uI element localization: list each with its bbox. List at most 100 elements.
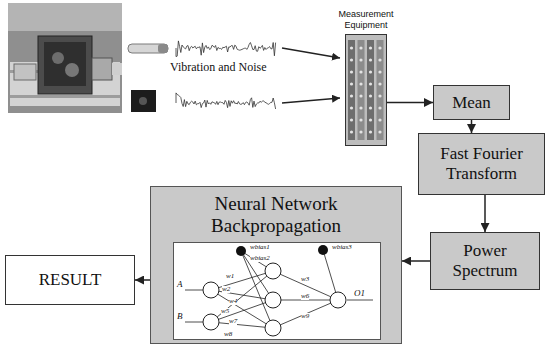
box-text: RESULT xyxy=(39,270,102,290)
module-body xyxy=(346,35,387,146)
network-label: w5 xyxy=(221,308,229,315)
terminal xyxy=(369,130,372,133)
terminal xyxy=(350,46,353,49)
terminal xyxy=(378,118,381,121)
photo-ground xyxy=(8,3,122,113)
network-label: w9 xyxy=(301,313,309,320)
coupling xyxy=(92,58,112,80)
network-label: w2 xyxy=(222,286,230,293)
terminal xyxy=(378,130,381,133)
neuron xyxy=(265,263,281,279)
terminal xyxy=(378,70,381,73)
terminal xyxy=(350,106,353,109)
network-label: w8 xyxy=(224,331,232,338)
module-slot xyxy=(358,40,365,140)
network-drawing xyxy=(173,242,381,340)
sensor-body xyxy=(128,44,168,53)
rail xyxy=(10,95,120,98)
terminal xyxy=(378,94,381,97)
network-label: w6 xyxy=(301,293,309,300)
process-box: Fast Fourier Transform xyxy=(418,133,545,195)
accelerometer-icon xyxy=(128,44,168,53)
neuron xyxy=(265,292,281,308)
weight-line xyxy=(211,322,273,328)
weight-line xyxy=(185,290,203,291)
neuron xyxy=(330,292,346,308)
terminal xyxy=(369,82,372,85)
terminal xyxy=(369,46,372,49)
flow-arrow xyxy=(471,120,473,133)
box-text: Fast Fourier Transform xyxy=(426,144,538,183)
terminal xyxy=(359,58,362,61)
neuron xyxy=(265,320,281,336)
flow-arrow xyxy=(135,279,150,281)
shaft xyxy=(14,64,36,80)
terminal xyxy=(359,106,362,109)
box-text: Power Spectrum xyxy=(438,241,533,280)
terminal xyxy=(369,58,372,61)
network-label: O1 xyxy=(354,289,365,298)
signal-arrow xyxy=(282,98,340,103)
network-label: w3 xyxy=(301,276,309,283)
terminal xyxy=(350,94,353,97)
process-box: Power Spectrum xyxy=(430,232,540,290)
weight-line xyxy=(241,251,273,328)
module-slot xyxy=(348,40,355,140)
equipment-module: Measurement Equipment xyxy=(345,34,387,146)
flow-arrow xyxy=(402,260,430,262)
network-label: wbias3 xyxy=(332,244,352,251)
weight-line xyxy=(211,271,273,290)
equipment-label: Measurement Equipment xyxy=(326,9,406,30)
terminal xyxy=(350,130,353,133)
test-rig-photo xyxy=(8,3,122,113)
terminal xyxy=(378,46,381,49)
microphone-icon xyxy=(131,90,156,112)
network-label: w4 xyxy=(229,298,237,305)
terminal xyxy=(350,70,353,73)
module-slot xyxy=(377,40,384,140)
neuron xyxy=(203,314,219,330)
network-label: wbias2 xyxy=(250,255,270,262)
gear xyxy=(65,63,79,77)
sensor-face xyxy=(139,97,147,105)
terminal xyxy=(369,70,372,73)
weight-line xyxy=(273,271,338,300)
network-heading: Neural Network Backpropagation xyxy=(171,193,381,237)
weight-line xyxy=(273,300,338,328)
network-box: Neural Network Backpropagationwbias1wbia… xyxy=(150,186,402,344)
terminal xyxy=(378,82,381,85)
network-label: w7 xyxy=(229,318,237,325)
noise-waveform xyxy=(176,93,276,109)
process-box: RESULT xyxy=(5,255,135,305)
gear xyxy=(52,52,64,64)
terminal xyxy=(359,70,362,73)
equipment-drawing xyxy=(345,34,387,146)
bias-neuron xyxy=(318,245,328,255)
network-label: w1 xyxy=(226,273,234,280)
terminal xyxy=(350,58,353,61)
signal-label: Vibration and Noise xyxy=(170,61,267,73)
terminal xyxy=(359,94,362,97)
photo-wall xyxy=(8,3,122,31)
network-label: A xyxy=(177,280,183,289)
weight-line xyxy=(211,290,273,328)
gearbox-inner xyxy=(44,42,86,86)
flow-arrow xyxy=(387,102,433,104)
weight-line xyxy=(211,271,273,322)
terminal xyxy=(378,58,381,61)
weight-line xyxy=(347,300,373,301)
terminal xyxy=(359,130,362,133)
network-label: B xyxy=(177,312,183,321)
terminal xyxy=(359,82,362,85)
sensor-body xyxy=(131,90,156,112)
terminal xyxy=(369,106,372,109)
bias-neuron xyxy=(236,246,246,256)
terminal xyxy=(369,118,372,121)
network-figure: wbias1wbias2wbias3ABw1w2w3w4w5w6w7w8w9O1 xyxy=(173,242,381,340)
flow-arrow xyxy=(484,195,486,232)
weight-line xyxy=(211,300,273,322)
box-text: Mean xyxy=(452,93,491,113)
terminal xyxy=(350,118,353,121)
